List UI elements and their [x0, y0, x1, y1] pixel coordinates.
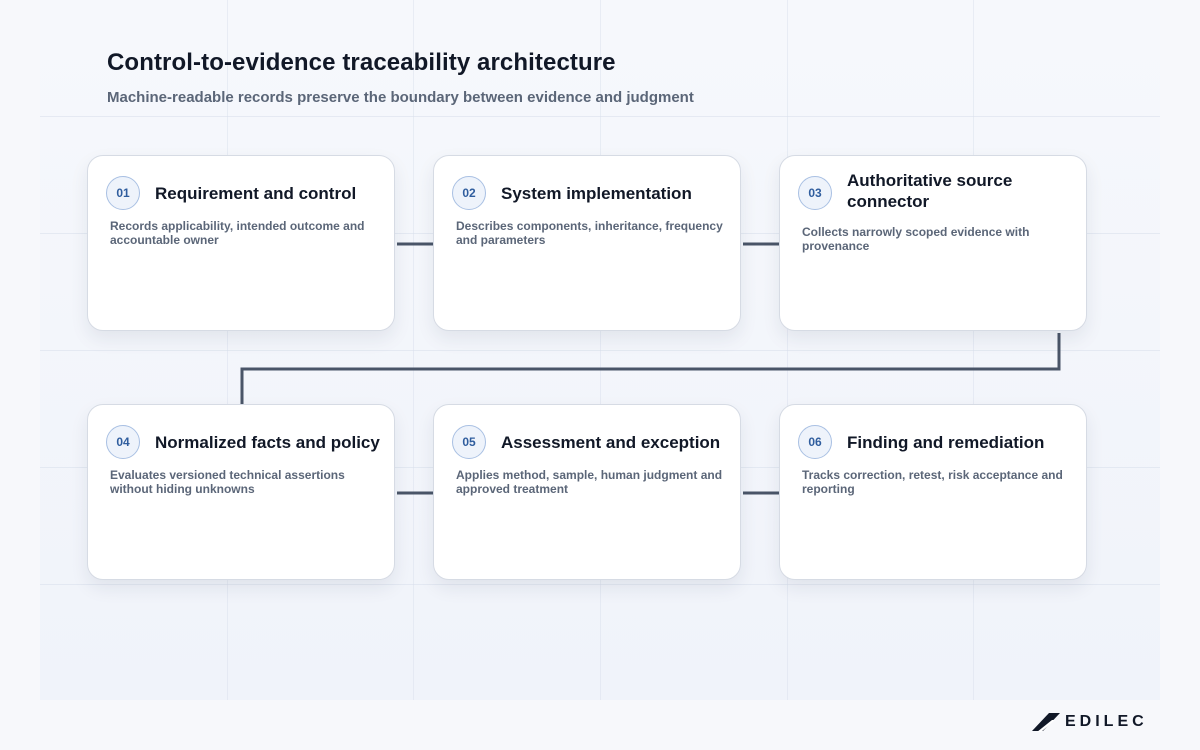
step-description: Collects narrowly scoped evidence with p… — [802, 225, 1030, 253]
diagram-canvas — [40, 0, 1160, 700]
connector-03-04 — [240, 333, 1061, 405]
step-number-badge: 06 — [798, 425, 832, 459]
step-description: Describes components, inheritance, frequ… — [456, 219, 723, 247]
step-description: Applies method, sample, human judgment a… — [456, 468, 723, 496]
step-title: Normalized facts and policy — [155, 433, 380, 452]
step-title: System implementation — [501, 184, 692, 203]
step-number-badge: 04 — [106, 425, 140, 459]
step-card-06: 06 Finding and remediation Tracks correc… — [779, 404, 1087, 580]
step-number-badge: 02 — [452, 176, 486, 210]
step-description: Evaluates versioned technical assertions… — [110, 468, 345, 496]
grid-line — [40, 350, 1160, 351]
grid-line — [227, 0, 228, 700]
step-title: Authoritative source connector — [847, 171, 1013, 211]
step-description: Tracks correction, retest, risk acceptan… — [802, 468, 1063, 496]
grid-line — [40, 584, 1160, 585]
step-card-04: 04 Normalized facts and policy Evaluates… — [87, 404, 395, 580]
grid-line — [600, 0, 601, 700]
step-title: Assessment and exception — [501, 433, 721, 452]
step-title: Finding and remediation — [847, 433, 1045, 452]
logo-mark-icon — [1032, 713, 1060, 732]
step-number-badge: 05 — [452, 425, 486, 459]
step-card-05: 05 Assessment and exception Applies meth… — [433, 404, 741, 580]
grid-line — [973, 0, 974, 700]
grid-line — [787, 0, 788, 700]
step-number-badge: 03 — [798, 176, 832, 210]
step-title: Requirement and control — [155, 184, 357, 203]
step-card-01: 01 Requirement and control Records appli… — [87, 155, 395, 331]
step-card-02: 02 System implementation Describes compo… — [433, 155, 741, 331]
logo-wordmark: EDILEC — [1065, 713, 1148, 730]
grid-line — [413, 0, 414, 700]
brand-logo: EDILEC — [1031, 711, 1148, 733]
page-title: Control-to-evidence traceability archite… — [107, 49, 616, 76]
step-description: Records applicability, intended outcome … — [110, 219, 365, 247]
step-number-badge: 01 — [106, 176, 140, 210]
grid-line — [40, 116, 1160, 117]
step-card-03: 03 Authoritative source connector Collec… — [779, 155, 1087, 331]
page-subtitle: Machine-readable records preserve the bo… — [107, 89, 694, 106]
